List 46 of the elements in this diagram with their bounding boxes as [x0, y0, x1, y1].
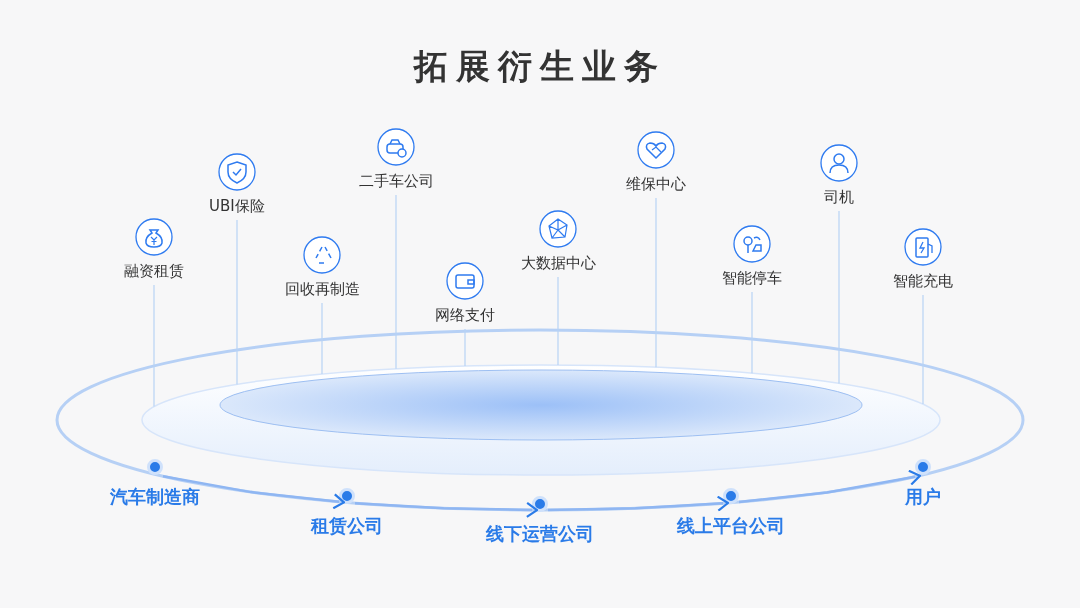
flow-arrow [738, 469, 921, 504]
stage-node [311, 488, 383, 538]
business-item [893, 228, 953, 291]
stage-label: 线上平台公司 [677, 514, 785, 538]
stage-node [486, 496, 594, 546]
item-label: 回收再制造 [284, 280, 360, 299]
leader-line [236, 219, 238, 385]
item-label: 智能停车 [722, 269, 782, 288]
leader-line [464, 328, 466, 367]
item-label: 融资租赁 [124, 262, 184, 281]
business-item [284, 236, 360, 299]
leader-line [395, 194, 397, 370]
leader-line [321, 302, 323, 375]
business-item [358, 128, 434, 191]
business-item [722, 225, 782, 288]
platform-disc [141, 364, 941, 476]
item-label: 司机 [824, 188, 854, 207]
leader-line [922, 294, 924, 405]
business-item [820, 144, 858, 207]
item-label: 二手车公司 [358, 172, 434, 191]
business-item [209, 153, 265, 216]
flow-arrow [547, 495, 730, 512]
leader-line [655, 197, 657, 368]
stage-node [110, 459, 200, 509]
stage-label: 汽车制造商 [110, 485, 200, 509]
leader-line [751, 291, 753, 374]
business-item [626, 131, 686, 194]
flow-arrow [354, 501, 539, 518]
business-item [520, 210, 596, 273]
title: 拓展衍生业务 [412, 45, 667, 88]
item-label: 智能充电 [893, 272, 953, 291]
stage-label: 租赁公司 [311, 514, 383, 538]
stage-node [677, 488, 785, 538]
item-label: UBI保险 [209, 197, 265, 216]
stage-label: 用户 [905, 485, 941, 509]
leader-line [557, 276, 559, 366]
stage-node [905, 459, 941, 509]
item-label: 网络支付 [435, 306, 495, 325]
leader-line [838, 210, 840, 385]
item-label: 大数据中心 [520, 254, 596, 273]
business-item [124, 218, 184, 281]
stage-label: 线下运营公司 [486, 522, 594, 546]
flow-arrow [162, 475, 346, 510]
business-item [435, 262, 495, 325]
leader-line [153, 284, 155, 408]
item-label: 维保中心 [626, 175, 686, 194]
